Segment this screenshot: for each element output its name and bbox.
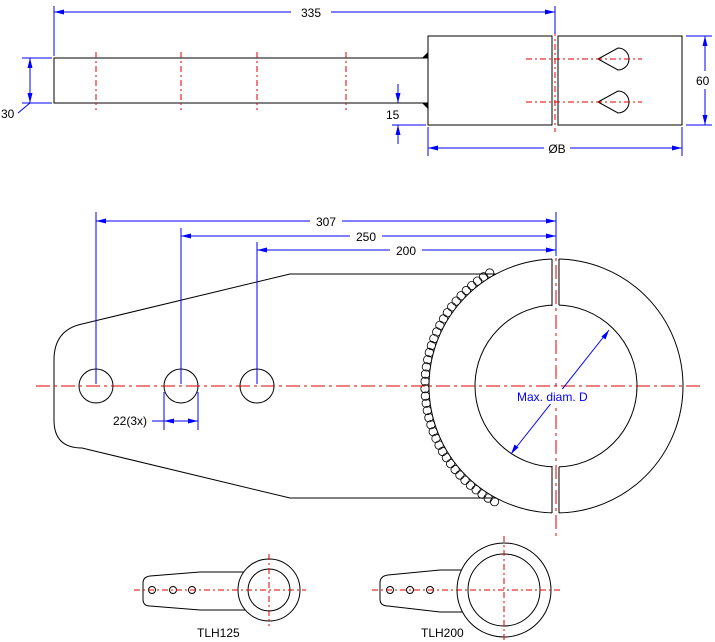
dim-307-arrow-right xyxy=(546,218,556,224)
variant-tlh125: TLH125 xyxy=(134,554,306,640)
weld-scallop xyxy=(461,285,471,296)
variant-tlh200: TLH200 xyxy=(372,536,560,640)
dim-b-bg xyxy=(544,140,570,156)
dim-335-arrow-left xyxy=(54,9,64,15)
dim-60-bg xyxy=(694,71,714,89)
weld-scallop xyxy=(467,280,477,291)
tlh200-hole-2 xyxy=(406,586,414,594)
dim-30-arrow-bottom xyxy=(27,93,33,103)
weld-scallop xyxy=(460,475,470,485)
ring-slot-top-cut xyxy=(552,256,559,306)
dim-15-arrow-top xyxy=(395,93,401,103)
weld-scallop xyxy=(471,485,481,495)
dim-200-arrow-left xyxy=(257,247,267,253)
dim-335-arrow-right xyxy=(545,9,555,15)
dim-d-arrow-top xyxy=(601,330,609,340)
dim-b-arrow-right xyxy=(672,145,682,151)
dim-250-text: 250 xyxy=(356,230,376,244)
weld-fillet-top xyxy=(422,52,428,58)
dim-30-leader xyxy=(17,102,31,114)
dim-200-bg xyxy=(390,242,422,258)
dim-307-text: 307 xyxy=(316,215,336,229)
dim-60-arrow-top xyxy=(702,36,708,46)
dim-22-arrow-left xyxy=(164,418,174,424)
front-view: 307 250 200 22(3x) Max. diam. D xyxy=(36,212,700,540)
dim-200-arrow-right xyxy=(546,247,556,253)
weld-scallop xyxy=(450,464,460,475)
clamp-block-left xyxy=(427,35,553,126)
dim-d-arrow-bottom xyxy=(511,444,519,454)
clamp-block-right xyxy=(557,35,683,126)
weld-scallop xyxy=(477,489,487,499)
tlh125-arm-outline xyxy=(142,571,249,611)
dim-250-arrow-left xyxy=(181,233,191,239)
dim-b-text: ØB xyxy=(548,142,565,156)
dim-60-text: 60 xyxy=(696,74,710,88)
weld-scallop xyxy=(447,302,457,312)
weld-scallop xyxy=(442,308,452,318)
tlh200-label: TLH200 xyxy=(421,626,464,640)
tlh125-label: TLH125 xyxy=(197,626,240,640)
dim-335-bg xyxy=(291,4,331,20)
tlh200-arm-outline xyxy=(379,569,481,613)
dim-d-bg xyxy=(515,389,597,404)
dim-30-text: 30 xyxy=(1,107,15,121)
weld-scallop xyxy=(451,296,461,306)
dim-15-text: 15 xyxy=(386,108,400,122)
dim-22-arrow-right xyxy=(188,418,198,424)
bar-outline xyxy=(53,57,429,104)
weld-scallop xyxy=(456,291,466,301)
dim-250-bg xyxy=(350,228,382,244)
weld-scallop xyxy=(465,480,475,490)
dim-30-arrow-top xyxy=(27,58,33,68)
arm-outline xyxy=(53,273,501,499)
dim-200-text: 200 xyxy=(396,244,416,258)
dim-22-text: 22(3x) xyxy=(113,414,147,428)
dim-d-text: Max. diam. D xyxy=(517,390,588,404)
weld-fillet-bottom xyxy=(422,103,428,109)
dim-307-arrow-left xyxy=(96,218,106,224)
dim-b-arrow-left xyxy=(428,145,438,151)
dim-250-arrow-right xyxy=(546,233,556,239)
weld-scallop xyxy=(455,470,465,480)
dim-335-text: 335 xyxy=(301,6,321,20)
dim-60-arrow-bottom xyxy=(702,115,708,125)
dim-15-arrow-bottom xyxy=(395,125,401,135)
dim-307-bg xyxy=(310,213,342,229)
top-view: 335 30 60 15 ØB xyxy=(1,4,714,156)
